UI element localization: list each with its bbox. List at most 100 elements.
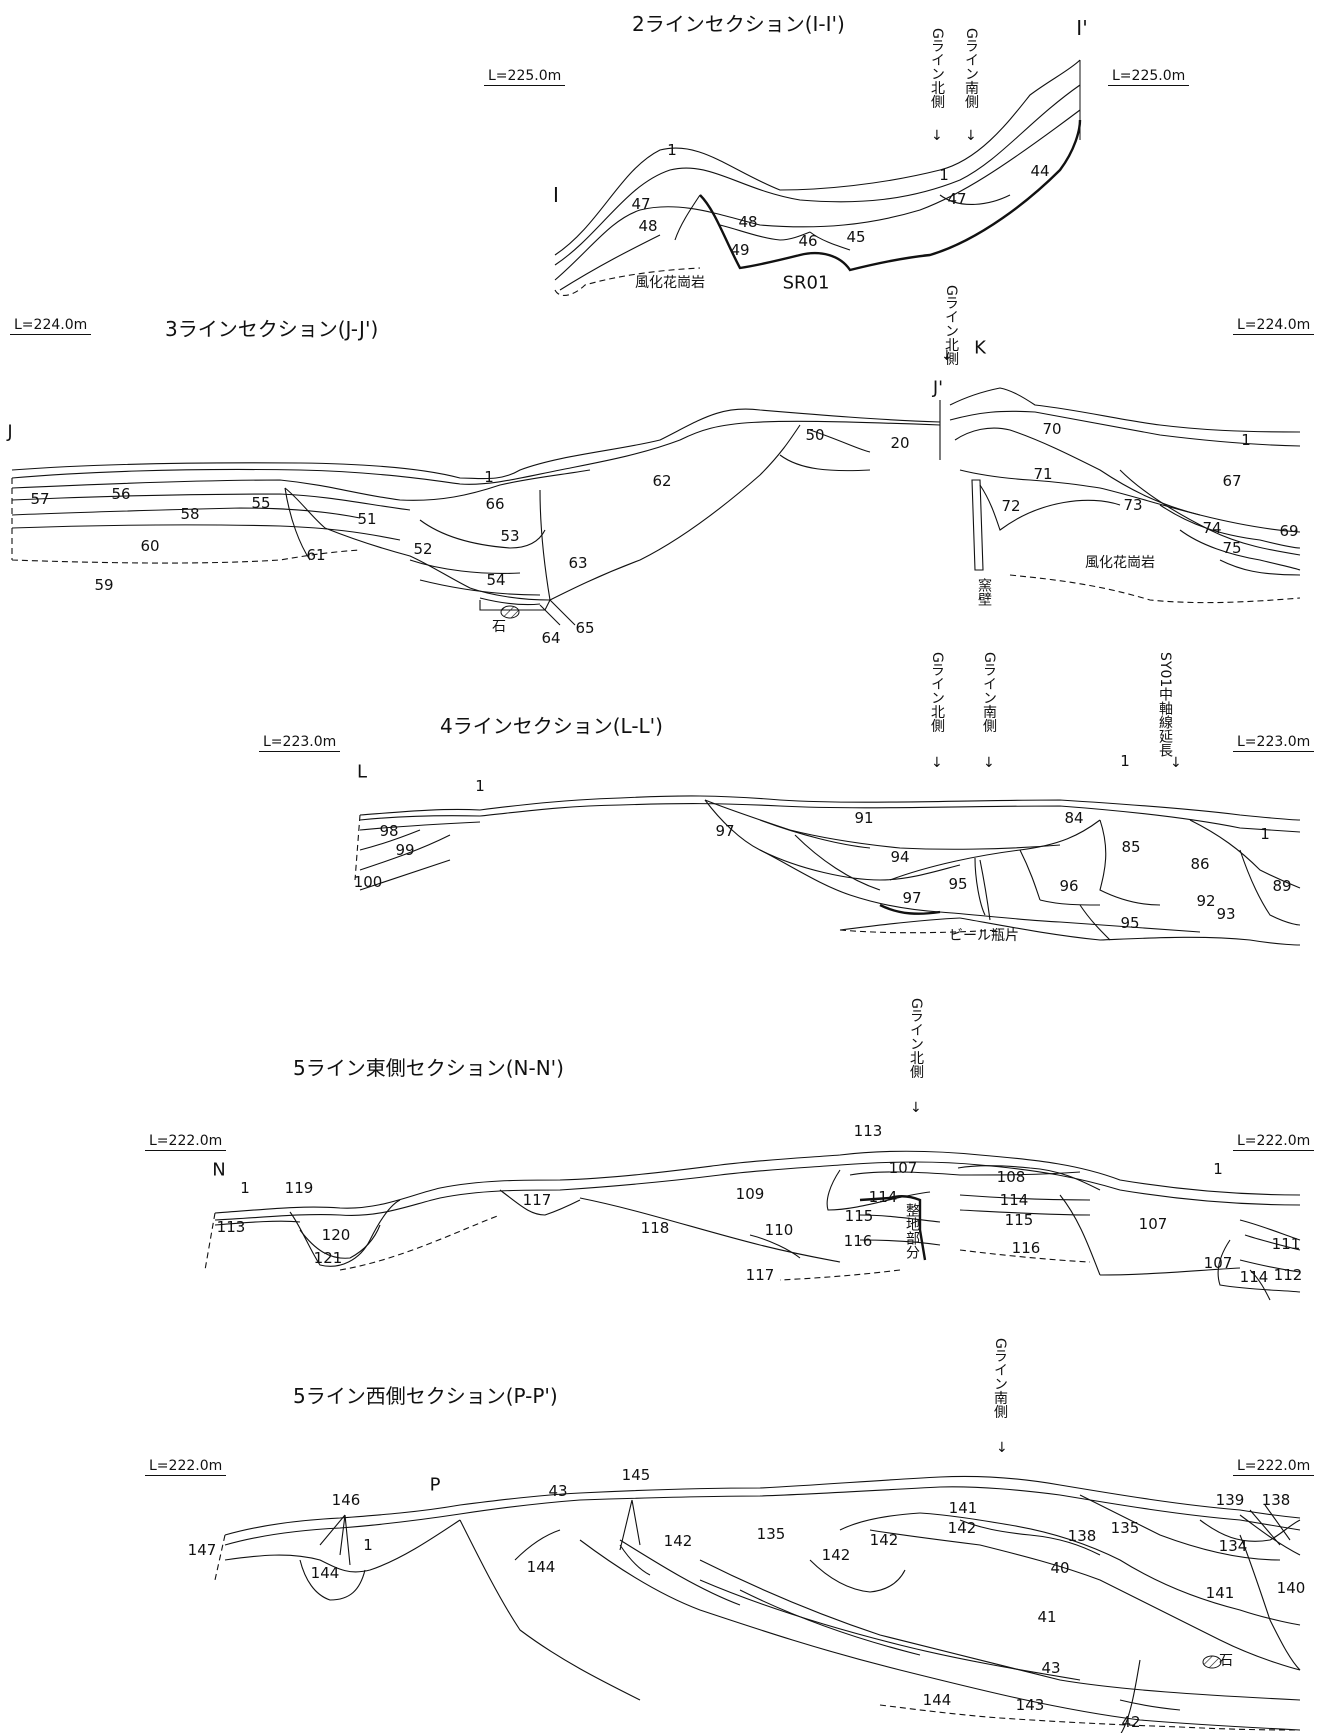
elevation-label-left: L=222.0m — [145, 1458, 227, 1476]
annotation: 窯壁 — [976, 578, 992, 606]
layer-number: 1 — [240, 1179, 250, 1197]
annotation: SR01 — [782, 272, 830, 294]
layer-number: 112 — [1273, 1266, 1303, 1284]
layer-number: 43 — [548, 1482, 568, 1500]
layer-number: 40 — [1050, 1559, 1070, 1577]
layer-number: 86 — [1190, 855, 1210, 873]
layer-number: 57 — [30, 490, 50, 508]
elevation-label-left: L=223.0m — [259, 734, 341, 752]
elevation-label-right: L=224.0m — [1233, 317, 1315, 335]
layer-number: 93 — [1216, 905, 1236, 923]
annotation: 整地部分 — [904, 1203, 920, 1259]
section-title: 4ラインセクション(L-L') — [440, 714, 663, 738]
layer-number: 47 — [947, 190, 967, 208]
layer-number: 55 — [251, 494, 271, 512]
layer-number: 92 — [1196, 892, 1216, 910]
layer-number: 1 — [475, 777, 485, 795]
layer-number: 114 — [999, 1191, 1029, 1209]
elevation-label-right: L=225.0m — [1108, 68, 1190, 86]
layer-number: 1 — [1120, 752, 1130, 770]
layer-number: 44 — [1030, 162, 1050, 180]
reference-note: Gライン南側 — [963, 28, 979, 109]
layer-number: 1 — [667, 141, 677, 159]
layer-number: 110 — [764, 1221, 794, 1239]
layer-number: 134 — [1218, 1537, 1248, 1555]
down-arrow-icon: ↓ — [996, 1440, 1008, 1456]
layer-number: 59 — [94, 576, 114, 594]
layer-number: 143 — [1015, 1696, 1045, 1714]
layer-number: 119 — [284, 1179, 314, 1197]
layer-number: 141 — [1205, 1584, 1235, 1602]
layer-number: 56 — [111, 485, 131, 503]
section-marker: J' — [932, 377, 944, 399]
layer-number: 113 — [216, 1218, 246, 1236]
layer-number: 53 — [500, 527, 520, 545]
layer-number: 107 — [1138, 1215, 1168, 1233]
layer-number: 135 — [756, 1525, 786, 1543]
annotation: 風化花崗岩 — [635, 275, 705, 291]
layer-number: 100 — [353, 873, 383, 891]
layer-number: 95 — [948, 875, 968, 893]
annotation: ビール瓶片 — [949, 928, 1019, 944]
elevation-label-left: L=222.0m — [145, 1133, 227, 1151]
section-title: 5ライン東側セクション(N-N') — [293, 1056, 564, 1080]
down-arrow-icon: ↓ — [931, 128, 943, 144]
layer-number: 48 — [738, 213, 758, 231]
down-arrow-icon: ↓ — [1170, 755, 1182, 771]
elevation-label-right: L=222.0m — [1233, 1458, 1315, 1476]
layer-number: 70 — [1042, 420, 1062, 438]
layer-number: 121 — [313, 1249, 343, 1267]
layer-number: 63 — [568, 554, 588, 572]
layer-number: 75 — [1222, 539, 1242, 557]
section-title: 3ラインセクション(J-J') — [165, 317, 379, 341]
reference-note: SY01中軸線延長 — [1157, 652, 1173, 758]
layer-number: 54 — [486, 571, 506, 589]
section-title: 2ラインセクション(I-I') — [632, 12, 845, 36]
reference-note: Gライン北側 — [929, 28, 945, 109]
layer-number: 71 — [1033, 465, 1053, 483]
section-5w-lines — [214, 1475, 1301, 1733]
down-arrow-icon: ↓ — [983, 755, 995, 771]
layer-number: 139 — [1215, 1491, 1245, 1509]
layer-number: 43 — [1041, 1659, 1061, 1677]
layer-number: 138 — [1067, 1527, 1097, 1545]
layer-number: 41 — [1037, 1608, 1057, 1626]
layer-number: 142 — [663, 1532, 693, 1550]
layer-number: 115 — [1004, 1211, 1034, 1229]
layer-number: 117 — [745, 1266, 775, 1284]
down-arrow-icon: ↓ — [941, 348, 953, 364]
elevation-label-left: L=225.0m — [484, 68, 566, 86]
layer-number: 146 — [331, 1491, 361, 1509]
section-title: 5ライン西側セクション(P-P') — [293, 1384, 558, 1408]
annotation: 風化花崗岩 — [1085, 555, 1155, 571]
layer-number: 1 — [363, 1536, 373, 1554]
layer-number: 114 — [1239, 1268, 1269, 1286]
layer-number: 66 — [485, 495, 505, 513]
layer-number: 52 — [413, 540, 433, 558]
layer-number: 62 — [652, 472, 672, 490]
section-marker: I — [553, 183, 559, 207]
layer-number: 142 — [869, 1531, 899, 1549]
reference-note: Gライン南側 — [992, 1338, 1008, 1419]
layer-number: 60 — [140, 537, 160, 555]
section-4-lines — [354, 795, 1301, 946]
layer-number: 48 — [638, 217, 658, 235]
layer-number: 95 — [1120, 914, 1140, 932]
layer-number: 89 — [1272, 877, 1292, 895]
reference-note: Gライン南側 — [981, 652, 997, 733]
layer-number: 1 — [1213, 1160, 1223, 1178]
layer-number: 49 — [730, 241, 750, 259]
reference-note: Gライン北側 — [908, 998, 924, 1079]
section-marker: P — [429, 1474, 441, 1496]
layer-number: 142 — [821, 1546, 851, 1564]
layer-number: 51 — [357, 510, 377, 528]
reference-note: Gライン北側 — [943, 285, 959, 366]
layer-number: 96 — [1059, 877, 1079, 895]
layer-number: 138 — [1261, 1491, 1291, 1509]
down-arrow-icon: ↓ — [965, 128, 977, 144]
down-arrow-icon: ↓ — [931, 755, 943, 771]
layer-number: 91 — [854, 809, 874, 827]
layer-number: 97 — [715, 822, 735, 840]
section-marker: L — [356, 761, 368, 783]
